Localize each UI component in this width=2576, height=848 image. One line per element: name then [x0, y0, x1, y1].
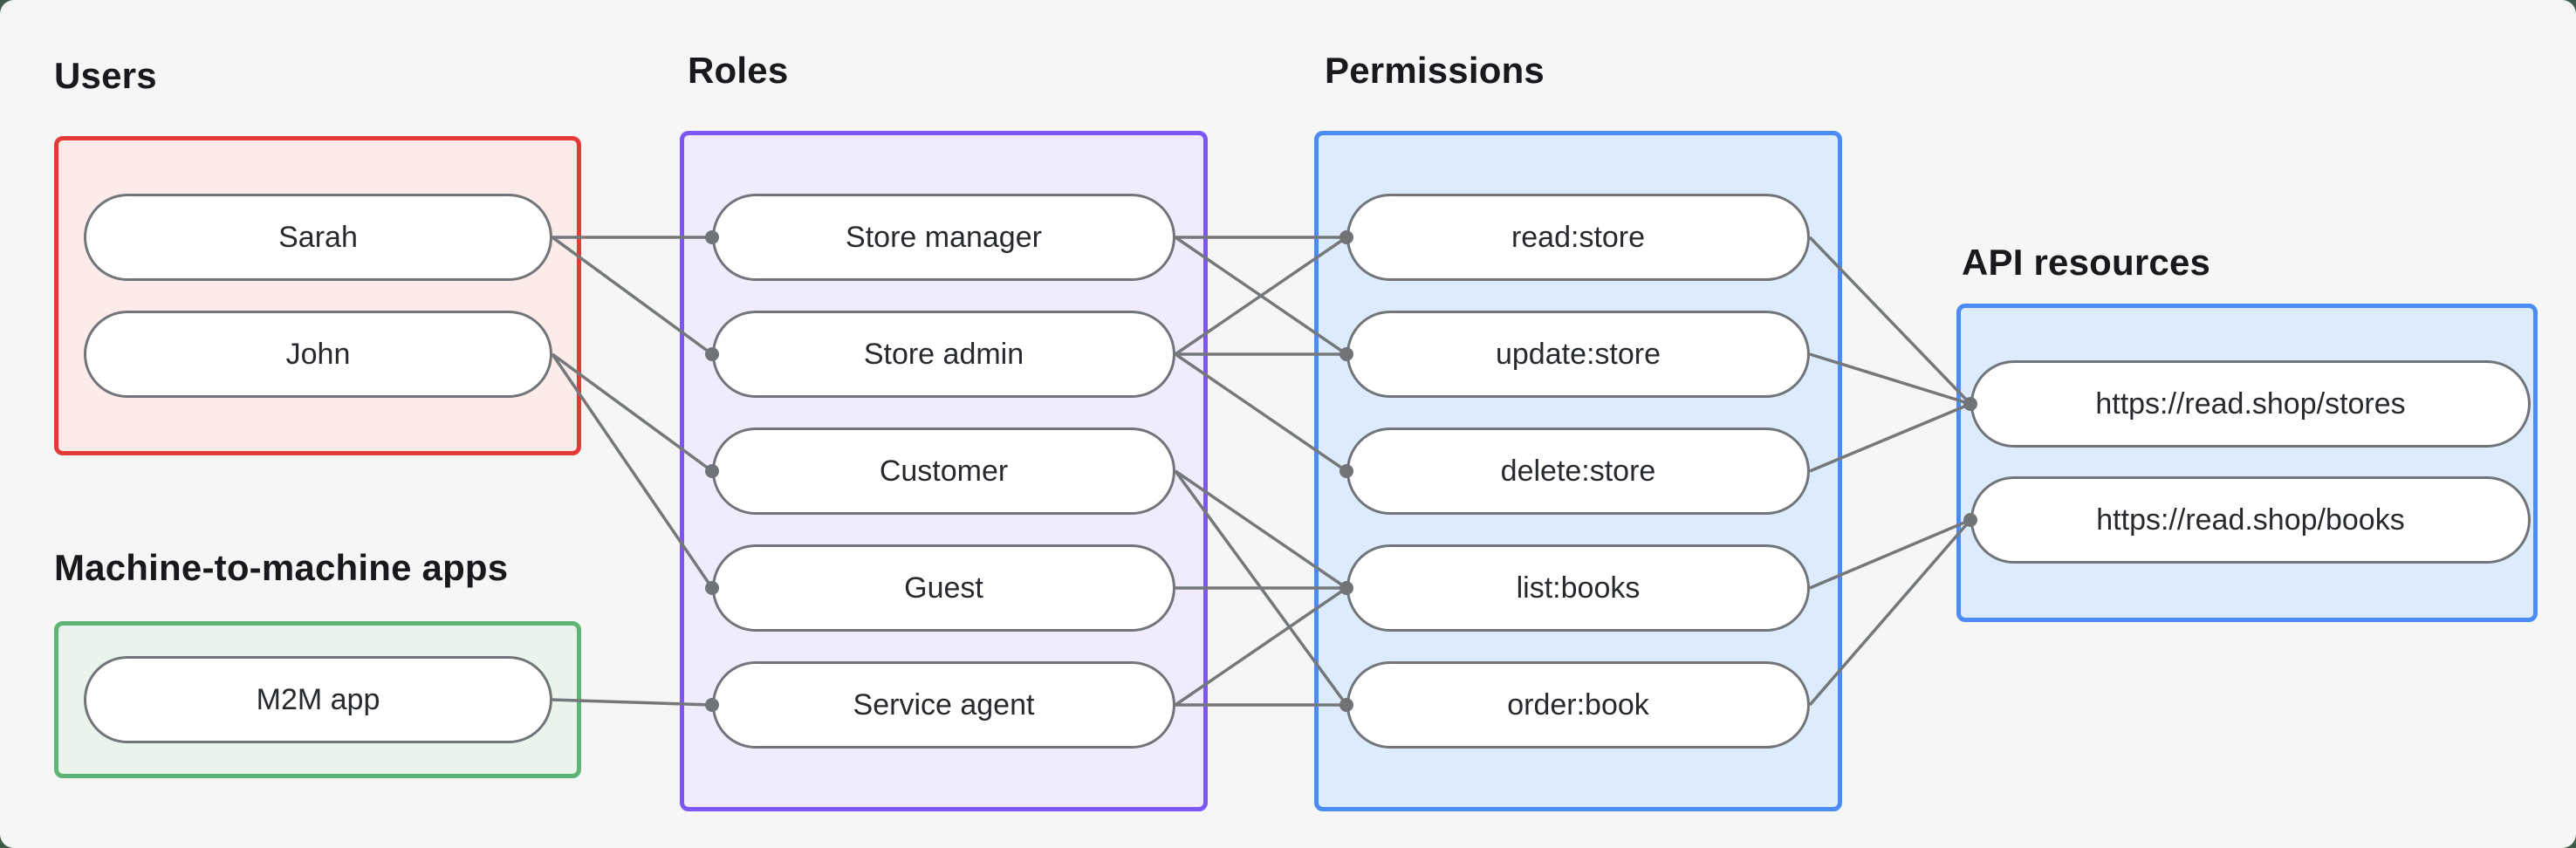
users-group-label: Users: [54, 55, 157, 96]
node-m2m-app: M2M app: [84, 656, 552, 743]
node-guest: Guest: [712, 544, 1175, 632]
node-stores-api: https://read.shop/stores: [1970, 360, 2531, 448]
api-resources-group-box: [1956, 304, 2538, 622]
node-books-api: https://read.shop/books: [1970, 476, 2531, 564]
roles-group-label: Roles: [688, 50, 789, 91]
node-sarah: Sarah: [84, 194, 552, 281]
permissions-group-label: Permissions: [1325, 50, 1545, 91]
node-store-admin: Store admin: [712, 311, 1175, 398]
node-read-store: read:store: [1346, 194, 1810, 281]
node-order-book: order:book: [1346, 661, 1810, 749]
node-delete-store: delete:store: [1346, 427, 1810, 515]
m2m-apps-group-label: Machine-to-machine apps: [54, 547, 509, 588]
node-update-store: update:store: [1346, 311, 1810, 398]
node-store-manager: Store manager: [712, 194, 1175, 281]
node-list-books: list:books: [1346, 544, 1810, 632]
node-customer: Customer: [712, 427, 1175, 515]
users-group-box: [54, 136, 581, 455]
node-john: John: [84, 311, 552, 398]
node-service-agent: Service agent: [712, 661, 1175, 749]
api-resources-group-label: API resources: [1962, 242, 2211, 283]
